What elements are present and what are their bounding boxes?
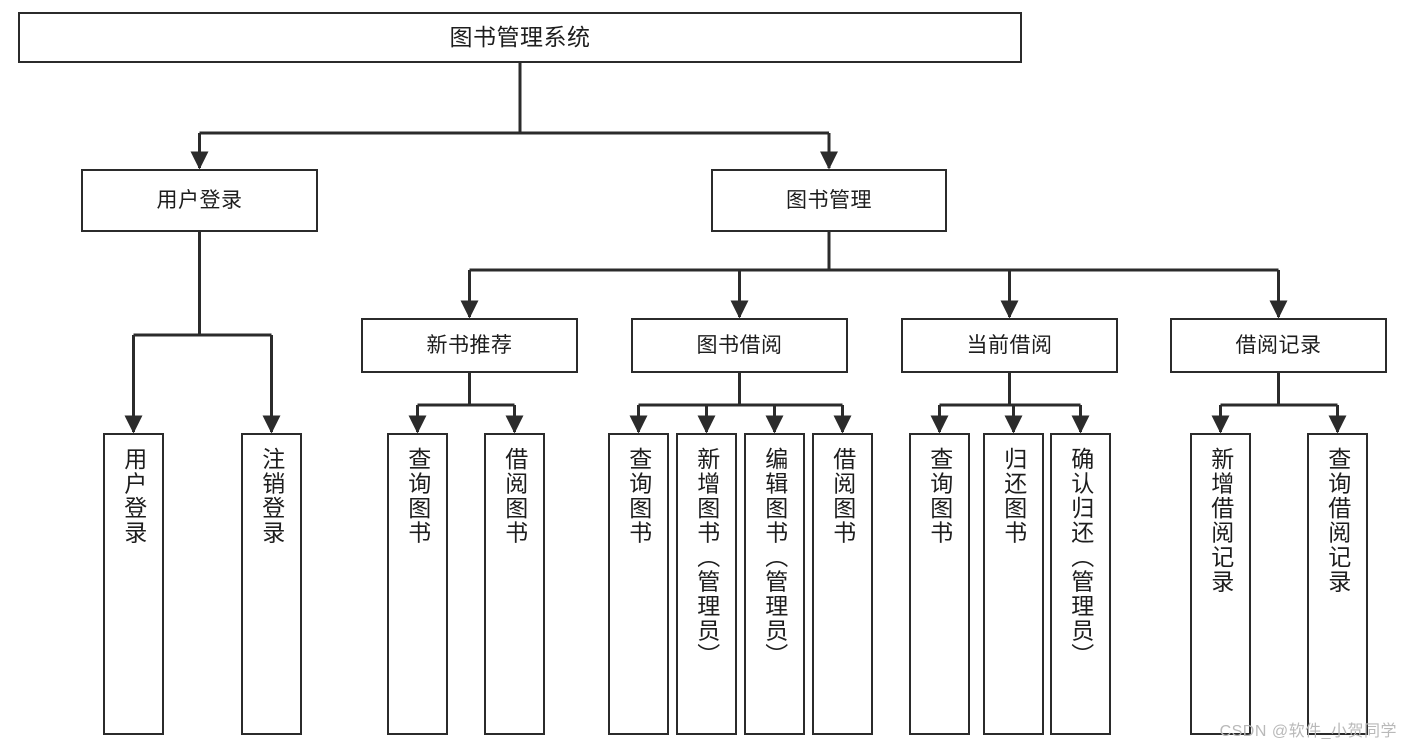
node-login[interactable]: 用户登录 (81, 169, 318, 232)
node-l_bo_add[interactable]: 新增图书（管理员） (676, 433, 737, 735)
node-label-login: 用户登录 (156, 188, 243, 212)
node-l_cu_query[interactable]: 查询图书 (909, 433, 970, 735)
node-label-l_nb_query: 查询图书 (404, 447, 431, 545)
node-bookmgr[interactable]: 图书管理 (711, 169, 947, 232)
node-l_nb_borrow[interactable]: 借阅图书 (484, 433, 545, 735)
node-label-l_login: 用户登录 (120, 447, 147, 545)
node-label-borrow: 图书借阅 (696, 333, 783, 357)
node-root[interactable]: 图书管理系统 (18, 12, 1022, 63)
node-label-l_re_add: 新增借阅记录 (1207, 447, 1234, 594)
node-newbook[interactable]: 新书推荐 (361, 318, 578, 373)
watermark: CSDN @软件_小贺同学 (1219, 723, 1397, 740)
node-label-newbook: 新书推荐 (426, 333, 513, 357)
node-l_re_add[interactable]: 新增借阅记录 (1190, 433, 1251, 735)
node-l_bo_lend[interactable]: 借阅图书 (812, 433, 873, 735)
node-l_re_query[interactable]: 查询借阅记录 (1307, 433, 1368, 735)
edge-paths (124, 63, 1347, 434)
node-label-l_nb_borrow: 借阅图书 (501, 447, 528, 545)
node-borrow[interactable]: 图书借阅 (631, 318, 848, 373)
node-label-l_logout: 注销登录 (258, 447, 285, 545)
node-label-l_re_query: 查询借阅记录 (1324, 447, 1351, 594)
node-l_bo_query[interactable]: 查询图书 (608, 433, 669, 735)
node-label-l_cu_return: 归还图书 (1000, 447, 1027, 545)
node-record[interactable]: 借阅记录 (1170, 318, 1387, 373)
node-l_bo_edit[interactable]: 编辑图书（管理员） (744, 433, 805, 735)
node-label-l_bo_add: 新增图书（管理员） (693, 447, 720, 668)
node-label-l_cu_ok: 确认归还（管理员） (1067, 447, 1094, 668)
node-label-l_cu_query: 查询图书 (926, 447, 953, 545)
node-label-record: 借阅记录 (1235, 333, 1322, 357)
node-l_logout[interactable]: 注销登录 (241, 433, 302, 735)
node-current[interactable]: 当前借阅 (901, 318, 1118, 373)
node-label-l_bo_lend: 借阅图书 (829, 447, 856, 545)
node-l_nb_query[interactable]: 查询图书 (387, 433, 448, 735)
node-label-current: 当前借阅 (966, 333, 1053, 357)
node-label-bookmgr: 图书管理 (786, 188, 872, 212)
node-l_cu_ok[interactable]: 确认归还（管理员） (1050, 433, 1111, 735)
node-label-l_bo_edit: 编辑图书（管理员） (761, 447, 788, 668)
node-l_cu_return[interactable]: 归还图书 (983, 433, 1044, 735)
node-l_login[interactable]: 用户登录 (103, 433, 164, 735)
node-label-l_bo_query: 查询图书 (625, 447, 652, 545)
node-label-root: 图书管理系统 (449, 23, 591, 50)
